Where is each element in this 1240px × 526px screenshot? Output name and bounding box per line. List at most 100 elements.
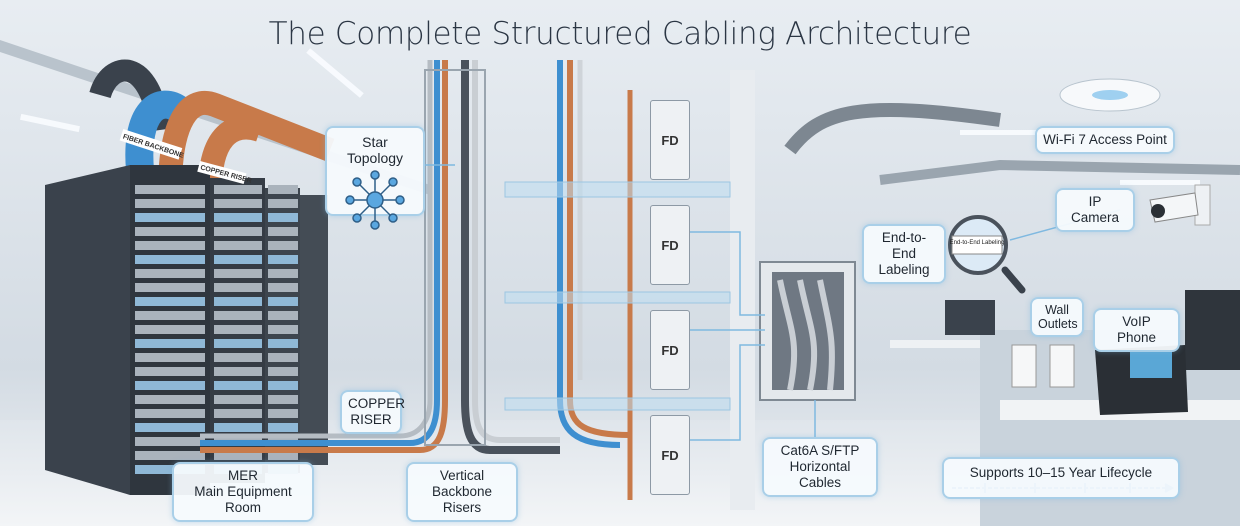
- mer-callout: MER Main Equipment Room: [172, 462, 314, 522]
- patch-panel-row: [268, 227, 298, 236]
- patch-panel-row: [214, 325, 262, 334]
- vertical-backbone-label-2: Backbone Risers: [431, 484, 493, 515]
- riser-shaft: [424, 69, 486, 446]
- patch-panel-row: [214, 353, 262, 362]
- patch-panel-row: [214, 227, 262, 236]
- magnifier-tag: [951, 235, 1003, 255]
- patch-panel-row: [135, 199, 205, 208]
- patch-panel-row: [214, 241, 262, 250]
- vertical-backbone-label-1: Vertical: [439, 468, 485, 483]
- access-point-device: [1059, 78, 1161, 112]
- patch-panel-row: [268, 213, 298, 222]
- ip-camera-callout: IP Camera: [1055, 188, 1135, 232]
- overhead-cable-tray: [0, 40, 1240, 195]
- labeling-label-1: End-to-End: [881, 230, 927, 261]
- copper-riser-label: COPPER RISER: [348, 396, 406, 427]
- patch-panel-row: [214, 269, 262, 278]
- cat6a-callout: Cat6A S/FTP Horizontal Cables: [762, 437, 878, 497]
- patch-panel-row: [135, 465, 205, 474]
- patch-panel-row: [268, 325, 298, 334]
- copper-riser-callout: COPPER RISER: [340, 390, 406, 434]
- patch-panel-row: [214, 423, 262, 432]
- labeling-label-2: Labeling: [878, 262, 930, 277]
- patch-panel-row: [135, 451, 205, 460]
- labeling-callout: End-to-End Labeling: [862, 224, 946, 284]
- patch-panel-row: [135, 381, 205, 390]
- patch-panel-row: [268, 241, 298, 250]
- cat6a-label-2: Horizontal Cables: [789, 459, 851, 490]
- telecom-cabinet: [759, 261, 856, 401]
- ceiling-lights: [20, 48, 1200, 185]
- glass-floor-slabs: [504, 181, 731, 411]
- patch-panel-row: [268, 311, 298, 320]
- floor-distributor-2: FD: [650, 205, 690, 285]
- patch-panel-row: [135, 255, 205, 264]
- star-topology-icon: [345, 170, 405, 230]
- patch-panel-row: [135, 227, 205, 236]
- patch-panel-row: [268, 185, 298, 194]
- voip-label: VoIP Phone: [1116, 314, 1157, 345]
- wifi-label: Wi-Fi 7 Access Point: [1043, 132, 1167, 147]
- patch-panel-row: [135, 409, 205, 418]
- patch-panel-row: [135, 297, 205, 306]
- patch-panel-row: [214, 297, 262, 306]
- wifi-callout: Wi-Fi 7 Access Point: [1035, 126, 1175, 154]
- patch-panel-row: [268, 297, 298, 306]
- floor-distributor-3: FD: [650, 310, 690, 390]
- patch-panel-row: [268, 199, 298, 208]
- mer-sublabel: Main Equipment Room: [194, 484, 292, 515]
- patch-panel-row: [268, 409, 298, 418]
- patch-panel-row: [214, 199, 262, 208]
- patch-panel-row: [135, 339, 205, 348]
- voip-phone-device: [1095, 345, 1188, 415]
- patch-panel-row: [135, 213, 205, 222]
- page-title: The Complete Structured Cabling Architec…: [268, 16, 972, 52]
- patch-panel-row: [268, 283, 298, 292]
- lifecycle-label: Supports 10–15 Year Lifecycle: [969, 465, 1153, 480]
- patch-panel-row: [268, 339, 298, 348]
- patch-panel-row: [268, 381, 298, 390]
- lifecycle-callout: Supports 10–15 Year Lifecycle: [942, 457, 1180, 499]
- patch-panel-row: [214, 339, 262, 348]
- patch-panel-row: [214, 381, 262, 390]
- patch-panel-row: [135, 367, 205, 376]
- patch-panel-row: [214, 283, 262, 292]
- magnifier-tag-text: End-to-End Labeling: [950, 240, 1005, 246]
- wall-outlets-callout: Wall Outlets: [1030, 297, 1084, 337]
- patch-panel-row: [214, 185, 262, 194]
- patch-panels: [135, 185, 298, 474]
- patch-panel-row: [214, 255, 262, 264]
- star-topology-callout: Star Topology: [325, 126, 425, 230]
- ip-camera-label: IP Camera: [1070, 194, 1119, 225]
- patch-panel-row: [268, 395, 298, 404]
- patch-panel-row: [135, 269, 205, 278]
- patch-panel-row: [135, 185, 205, 194]
- patch-panel-row: [135, 283, 205, 292]
- cat6a-label-1: Cat6A S/FTP: [780, 443, 860, 458]
- vertical-backbone-callout: Vertical Backbone Risers: [406, 462, 518, 522]
- patch-panel-row: [135, 437, 205, 446]
- patch-panel-row: [214, 409, 262, 418]
- patch-panel-row: [268, 367, 298, 376]
- patch-panel-row: [214, 311, 262, 320]
- patch-panel-row: [135, 325, 205, 334]
- patch-panel-row: [135, 311, 205, 320]
- patch-panel-row: [214, 395, 262, 404]
- patch-panel-row: [268, 353, 298, 362]
- patch-panel-row: [268, 451, 298, 460]
- patch-panel-row: [268, 423, 298, 432]
- patch-panel-row: [135, 395, 205, 404]
- floor-distributor-1: FD: [650, 100, 690, 180]
- voip-callout: VoIP Phone: [1093, 308, 1180, 352]
- magnifier-icon: End-to-End Labeling: [948, 215, 1026, 294]
- patch-panel-row: [135, 241, 205, 250]
- floor-distributor-4: FD: [650, 415, 690, 495]
- wall-outlets-label-1: Wall: [1045, 303, 1069, 317]
- patch-panel-row: [214, 451, 262, 460]
- star-topology-label: Star Topology: [346, 134, 404, 166]
- patch-panel-row: [135, 423, 205, 432]
- wall-column: [730, 70, 755, 510]
- wall-outlets-label-2: Outlets: [1038, 317, 1078, 331]
- patch-panel-row: [214, 367, 262, 376]
